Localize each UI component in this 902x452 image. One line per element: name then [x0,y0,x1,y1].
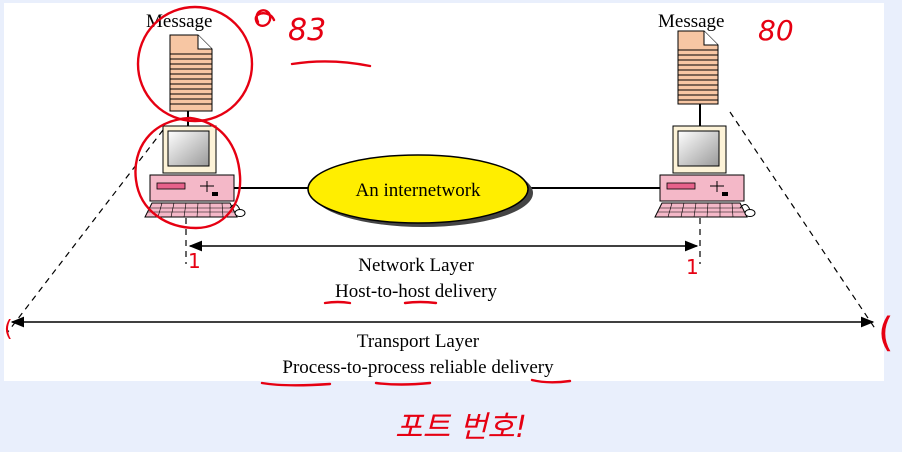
handwritten-number-80: 80 [758,14,794,47]
transport-layer-title: Transport Layer [357,331,480,352]
handwritten-number-83: 83 [288,13,326,48]
document-icon-left [169,34,213,112]
circle-annotation-document [136,5,254,123]
network-layer-subtitle: Host-to-host delivery [335,281,498,302]
handwritten-mark-left-host: 1 [188,249,201,273]
internetwork-label: An internetwork [355,180,481,201]
network-layer-title: Network Layer [358,255,474,276]
handwritten-mark-right-host: 1 [686,255,699,279]
computer-icon-left [144,125,246,218]
computer-icon-right [654,125,756,218]
underline-host-2 [403,300,438,305]
circle-annotation-computer [134,116,242,230]
handwritten-annotations: 83 80 1 1 ( ( 포트 번호! [4,5,894,445]
underline-83 [290,60,372,68]
handwritten-mark-right-edge: ( [878,310,894,356]
transport-layer-subtitle: Process-to-process reliable delivery [282,357,554,378]
handwritten-korean-note: 포트 번호! [395,410,527,445]
dashed-guides [6,111,877,334]
underline-process [260,381,332,387]
scribble-mark [254,9,276,27]
document-icon-right [677,30,719,105]
underline-delivery [530,378,572,384]
underline-host [323,300,352,305]
internetwork-ellipse [307,154,529,224]
underline-process-2 [374,381,432,386]
message-right-label: Message [658,11,724,32]
handwritten-mark-left-edge: ( [4,317,13,342]
